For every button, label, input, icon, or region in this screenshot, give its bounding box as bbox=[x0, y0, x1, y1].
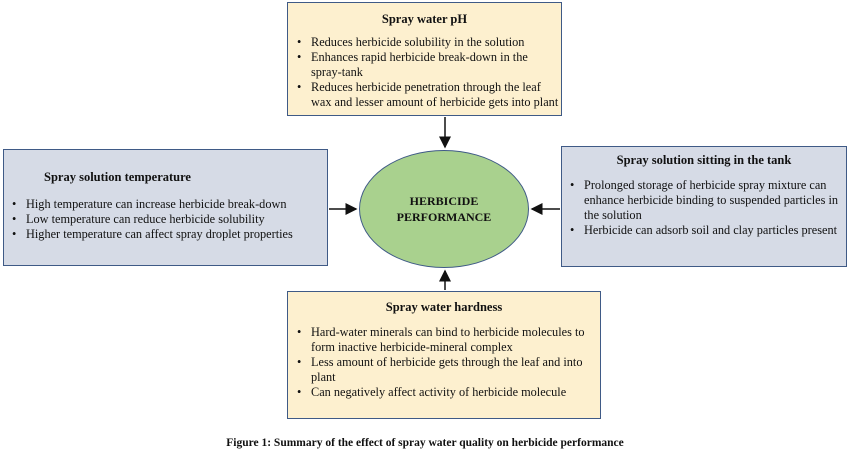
box-title: Spray solution sitting in the tank bbox=[616, 153, 792, 167]
box-title: Spray water pH bbox=[381, 12, 468, 26]
spray-solution-temperature-box: Spray solution temperature High temperat… bbox=[3, 149, 328, 266]
box-title: Spray solution temperature bbox=[44, 170, 191, 184]
herbicide-performance-ellipse: HERBICIDE PERFORMANCE bbox=[359, 150, 529, 268]
center-label-line1: HERBICIDE bbox=[409, 194, 479, 208]
bullet-list: High temperature can increase herbicide … bbox=[12, 197, 327, 242]
spray-water-hardness-box: Spray water hardness Hard-water minerals… bbox=[287, 291, 601, 419]
bullet-list: Hard-water minerals can bind to herbicid… bbox=[297, 325, 600, 400]
list-item: Enhances rapid herbicide break-down in t… bbox=[297, 50, 561, 80]
list-item: Herbicide can adsorb soil and clay parti… bbox=[570, 223, 846, 238]
figure-caption: Figure 1: Summary of the effect of spray… bbox=[226, 437, 624, 449]
box-title: Spray water hardness bbox=[385, 300, 503, 314]
spray-water-ph-box: Spray water pH Reduces herbicide solubil… bbox=[287, 2, 562, 116]
list-item: Hard-water minerals can bind to herbicid… bbox=[297, 325, 600, 355]
list-item: Higher temperature can affect spray drop… bbox=[12, 227, 327, 242]
spray-solution-sitting-box: Spray solution sitting in the tank Prolo… bbox=[561, 146, 847, 267]
bullet-list: Prolonged storage of herbicide spray mix… bbox=[570, 178, 846, 238]
list-item: Low temperature can reduce herbicide sol… bbox=[12, 212, 327, 227]
list-item: Can negatively affect activity of herbic… bbox=[297, 385, 600, 400]
list-item: High temperature can increase herbicide … bbox=[12, 197, 327, 212]
list-item: Reduces herbicide penetration through th… bbox=[297, 80, 561, 110]
center-label-line2: PERFORMANCE bbox=[396, 210, 492, 224]
bullet-list: Reduces herbicide solubility in the solu… bbox=[297, 35, 561, 110]
list-item: Prolonged storage of herbicide spray mix… bbox=[570, 178, 846, 223]
list-item: Reduces herbicide solubility in the solu… bbox=[297, 35, 561, 50]
list-item: Less amount of herbicide gets through th… bbox=[297, 355, 600, 385]
